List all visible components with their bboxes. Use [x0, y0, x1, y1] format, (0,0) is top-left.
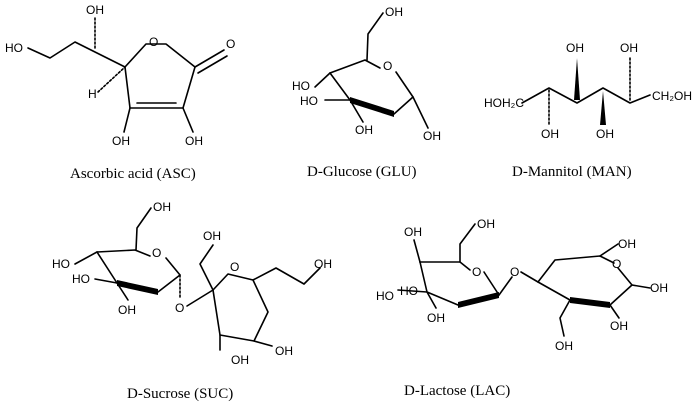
- glucose-o-ring-label: O: [383, 59, 392, 73]
- ascorbic-acid-structure: OH HO H O O OH OH Ascorbic acid (ASC): [5, 3, 235, 182]
- lactose-oh-right-label: OH: [650, 281, 668, 295]
- lactose-link-bond-2: [520, 271, 539, 283]
- sucrose-oh-fru-bottom-1-label: OH: [231, 353, 249, 367]
- lactose-ring-2-back: [537, 255, 615, 283]
- lactose-oh-top-left-label: OH: [404, 225, 422, 239]
- ascorbic-hashed-h-bond: [97, 66, 126, 93]
- lactose-oh-bond-right-top: [599, 243, 619, 257]
- mannitol-wedge-bottom-2: [600, 91, 606, 125]
- sucrose-fru-right-chain: [252, 267, 321, 285]
- lactose-link-bond-1: [498, 276, 513, 296]
- sucrose-oh-bond-fru-2: [253, 340, 273, 347]
- d-mannitol-caption: D-Mannitol (MAN): [512, 164, 632, 180]
- lactose-oh-bond-top-left: [413, 239, 421, 263]
- sucrose-oh-fru-right-label: OH: [314, 257, 332, 271]
- lactose-oh-bottom-left-label: OH: [427, 311, 445, 325]
- glucose-oh-bottom-left-label: OH: [355, 123, 373, 137]
- lactose-oh-bond-right: [631, 284, 651, 289]
- d-mannitol-structure: HOH₂C CH₂OH OH OH OH OH D-Mannitol (MAN): [484, 41, 692, 180]
- mannitol-hoh2c-label: HOH₂C: [484, 96, 524, 110]
- sucrose-oh-bottom-label: OH: [118, 303, 136, 317]
- ascorbic-oh-top-label: OH: [86, 3, 104, 17]
- mannitol-chain-bond: [521, 87, 651, 104]
- sucrose-o-link-label: O: [175, 301, 184, 315]
- ascorbic-oh-bond-right: [182, 107, 194, 133]
- lactose-ch2oh-bond-right: [559, 299, 571, 337]
- sucrose-ring-2-bonds: [212, 273, 269, 342]
- glucose-ho-mid-label: HO: [300, 94, 318, 108]
- ascorbic-o-ring-label: O: [149, 35, 158, 49]
- glucose-wedge-front: [350, 97, 394, 117]
- lactose-oh-bond-bottom-right: [609, 304, 620, 319]
- ascorbic-carbonyl-bond-2: [197, 55, 228, 74]
- sucrose-oh-top-label: OH: [153, 200, 171, 214]
- sucrose-fru-ch2oh-bond: [199, 244, 214, 291]
- glucose-ring-back: [329, 59, 381, 74]
- d-lactose-structure: OH OH HO HO O OH O O OH OH OH: [376, 217, 668, 399]
- sucrose-ho-bond-1: [74, 251, 98, 265]
- glucose-oh-bond-bottom-right: [412, 96, 429, 129]
- ascorbic-oh-bottom-right-label: OH: [185, 134, 203, 148]
- lactose-oh-bottom-right-label: OH: [610, 319, 628, 333]
- lactose-oh-ch2-label: OH: [555, 339, 573, 353]
- glucose-oh-top-label: OH: [385, 5, 403, 19]
- mannitol-oh-top-2-label: OH: [620, 41, 638, 55]
- lactose-o-ring-1-label: O: [472, 265, 481, 279]
- glucose-ho-bond-1: [314, 72, 331, 88]
- sucrose-oh-fru-top-label: OH: [203, 229, 221, 243]
- sucrose-wedge-front: [117, 280, 158, 295]
- sucrose-o-ring-2-label: O: [230, 260, 239, 274]
- ascorbic-ho-left-label: HO: [5, 41, 23, 55]
- lactose-ho-left-top-label: HO: [376, 289, 394, 303]
- glucose-ch2oh-bond: [366, 12, 384, 61]
- ascorbic-oh-bottom-left-label: OH: [112, 134, 130, 148]
- lactose-o-link-label: O: [510, 265, 519, 279]
- lactose-wedge-front-1: [458, 292, 499, 308]
- sucrose-oh-bond-bottom: [116, 282, 129, 301]
- mannitol-oh-bottom-1-label: OH: [541, 127, 559, 141]
- lactose-ch2oh-bond-left: [459, 223, 476, 263]
- mannitol-wedge-top-1: [574, 58, 580, 100]
- d-glucose-caption: D-Glucose (GLU): [307, 164, 417, 180]
- glucose-ho-left-label: HO: [292, 79, 310, 93]
- sucrose-ring-1-back: [96, 249, 151, 257]
- ascorbic-acid-caption: Ascorbic acid (ASC): [70, 166, 196, 182]
- lactose-wedge-front-2: [570, 297, 610, 308]
- ascorbic-carbonyl-bond-1: [194, 49, 225, 68]
- mannitol-ch2oh-label: CH₂OH: [652, 89, 692, 103]
- d-glucose-structure: OH O HO HO OH OH D-Glucose (GLU): [292, 5, 441, 180]
- glucose-oh-bond-bottom-left: [349, 99, 364, 123]
- mannitol-oh-top-1-label: OH: [566, 41, 584, 55]
- lactose-ring-1-back: [419, 261, 471, 271]
- ascorbic-oh-bond-left: [123, 107, 131, 133]
- lactose-ho-bond-left: [397, 289, 428, 293]
- sucrose-o-ring-1-label: O: [152, 246, 161, 260]
- glucose-oh-bottom-right-label: OH: [423, 129, 441, 143]
- sucrose-oh-fru-bottom-2-label: OH: [275, 344, 293, 358]
- sucrose-ho-left-2-label: HO: [72, 272, 90, 286]
- d-sucrose-caption: D-Sucrose (SUC): [127, 386, 233, 402]
- sucrose-ho-bond-2: [94, 278, 118, 284]
- ascorbic-side-chain-bond: [27, 41, 126, 68]
- d-lactose-caption: D-Lactose (LAC): [404, 383, 510, 399]
- ascorbic-h-label: H: [88, 87, 97, 101]
- sucrose-ho-left-1-label: HO: [52, 257, 70, 271]
- sucrose-ch2oh-bond: [135, 207, 152, 251]
- d-sucrose-structure: OH O HO HO OH O OH O OH OH OH D-Sucr: [52, 200, 332, 402]
- lactose-oh-bond-bottom-left: [426, 291, 437, 309]
- sucrose-link-bond: [186, 289, 214, 307]
- mannitol-oh-bottom-2-label: OH: [596, 127, 614, 141]
- ascorbic-o-carbonyl-label: O: [226, 37, 235, 51]
- lactose-oh-right-top-label: OH: [618, 237, 636, 251]
- lactose-oh-top-right-label: OH: [477, 217, 495, 231]
- ascorbic-ring-bonds: [124, 43, 196, 109]
- lactose-o-ring-2-label: O: [612, 257, 621, 271]
